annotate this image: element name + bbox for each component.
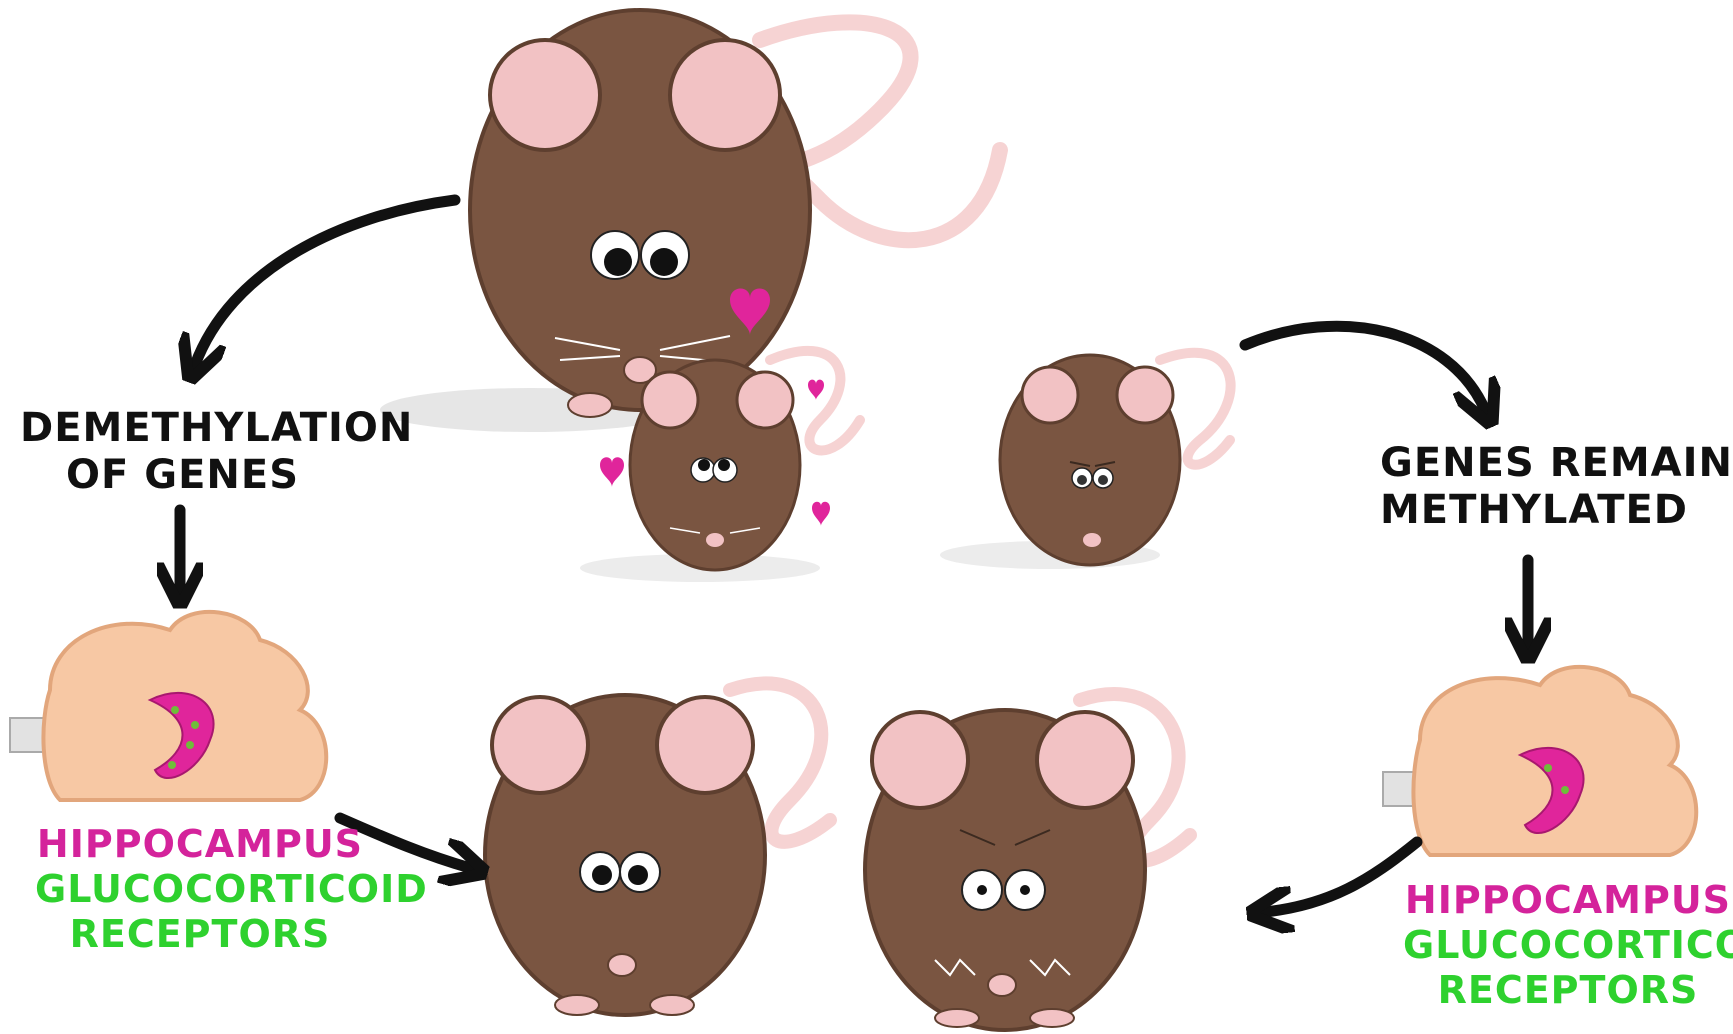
demethylation-line-1: DEMETHYLATION [20, 405, 345, 452]
methylated-line-1: GENES REMAIN [1380, 440, 1680, 487]
right-hippocampus-label: HIPPOCAMPUS [1403, 878, 1733, 923]
right-receptor-label: HIPPOCAMPUS GLUCOCORTICOID RECEPTORS [1403, 878, 1733, 1012]
left-receptor-label: HIPPOCAMPUS GLUCOCORTICOID RECEPTORS [35, 822, 365, 956]
arrow-pup-to-methylated [1245, 326, 1485, 410]
demethylation-line-2: OF GENES [20, 452, 345, 499]
brain-icon [1383, 667, 1696, 855]
arrow-mother-to-demethylation [195, 200, 455, 365]
methylated-line-2: METHYLATED [1380, 487, 1680, 534]
left-receptors-label: RECEPTORS [35, 912, 365, 957]
demethylation-label: DEMETHYLATION OF GENES [20, 405, 345, 499]
left-glucocorticoid-label: GLUCOCORTICOID [35, 867, 365, 912]
calm-adult-mouse-icon [485, 683, 830, 1015]
brain-icon [10, 612, 326, 800]
left-hippocampus-label: HIPPOCAMPUS [35, 822, 365, 867]
arrow-brain-to-anxious-adult [1265, 842, 1417, 912]
methylated-label: GENES REMAIN METHYLATED [1380, 440, 1680, 534]
right-glucocorticoid-label: GLUCOCORTICOID [1403, 923, 1733, 968]
right-receptors-label: RECEPTORS [1403, 968, 1733, 1013]
neglected-pup-mouse-icon [940, 353, 1231, 569]
anxious-adult-mouse-icon [865, 694, 1190, 1030]
